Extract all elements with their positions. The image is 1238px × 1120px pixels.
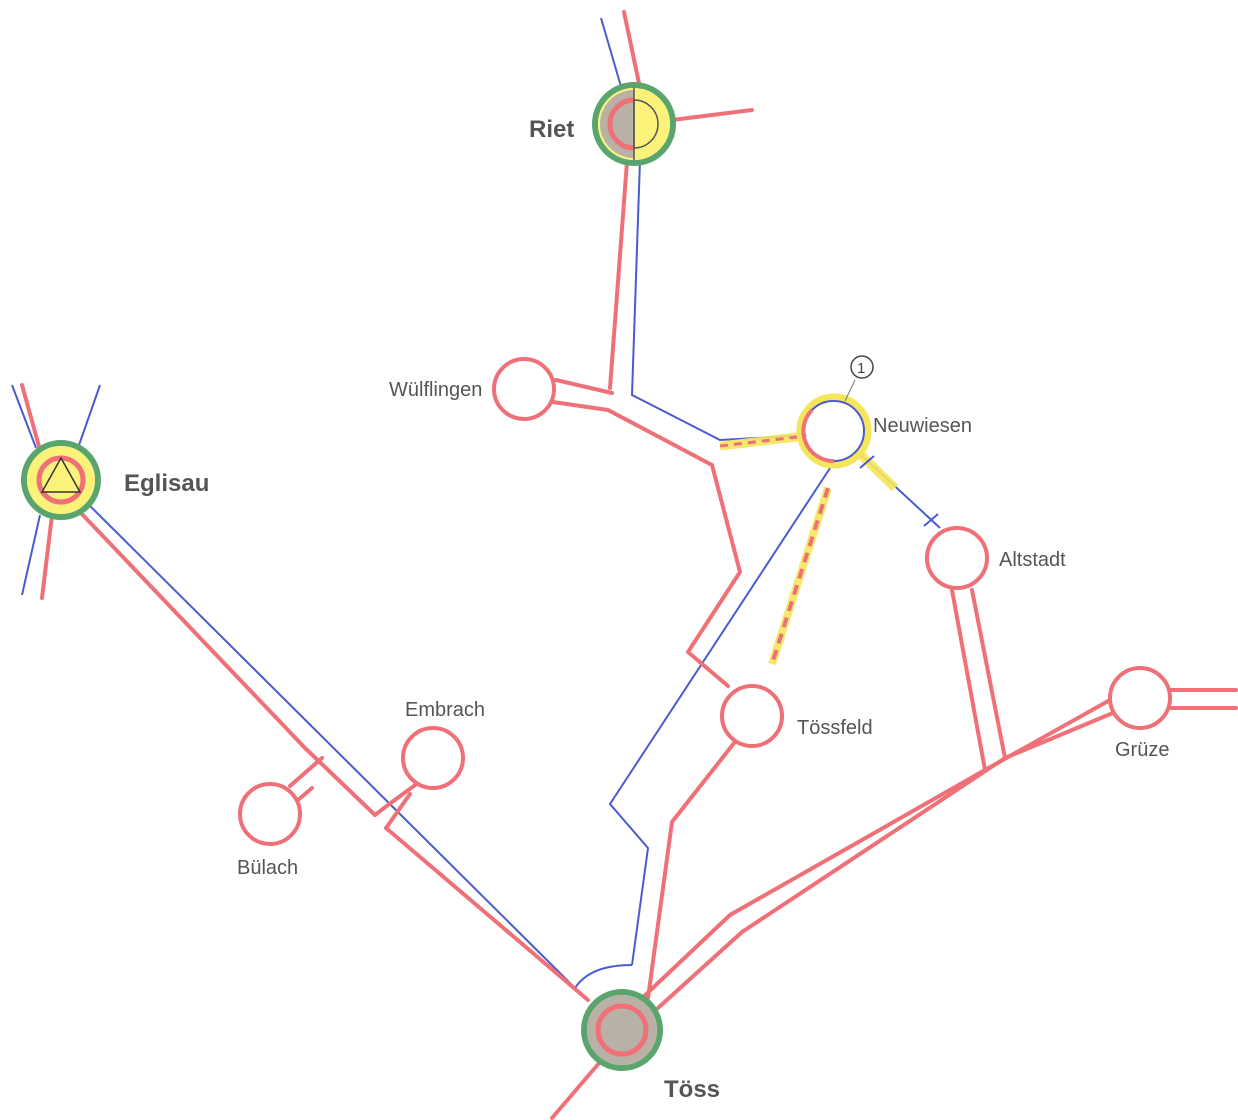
station-buelach[interactable] [238,782,302,846]
blue-line-riet-neuwiesen [630,159,811,442]
blue-network [11,17,941,989]
station-label-gruetze: Grüze [1115,739,1169,761]
station-toess[interactable] [581,989,663,1071]
station-altstadt[interactable] [925,526,989,590]
station-label-eglisau: Eglisau [124,470,209,497]
station-label-neuwiesen: Neuwiesen [873,415,972,437]
station-gruetze[interactable] [1108,666,1172,730]
station-label-riet: Riet [529,116,574,143]
blue-line-riet-north [600,17,623,91]
red-line-wuelflingen-b [551,400,742,688]
station-label-toess: Töss [664,1076,720,1103]
red-line-eglisau-north [20,383,42,452]
station-label-wuelflingen: Wülflingen [389,379,482,401]
blue-line-eglisau-nw [11,384,37,449]
red-line-toessfeld-toess [646,736,740,1000]
red-line-embrach-b [384,792,412,830]
station-label-altstadt: Altstadt [999,549,1066,571]
red-line-gruetze-a [638,698,1112,1002]
station-wuelflingen[interactable] [492,357,556,421]
red-line-eglisau-south [40,513,54,600]
red-line-riet-north [622,10,642,90]
station-label-buelach: Bülach [237,857,298,879]
dashed-neuwiesen-west [719,434,807,448]
highlight-segments [719,431,939,666]
red-line-altstadt-a [950,588,987,772]
tick-mark-2 [923,513,939,527]
red-line-toess-south [550,1060,602,1120]
red-line-wuelflingen-a [554,378,614,395]
red-line-riet-south [608,160,629,390]
callout-1: 1 [844,355,874,402]
station-neuwiesen[interactable] [796,393,872,469]
red-line-riet-east [670,108,754,122]
red-line-buelach-a [288,756,324,788]
red-line-eglisau-toess [78,510,424,817]
red-line-altstadt-b [970,588,1007,760]
svg-text:1: 1 [857,360,865,377]
half-circle-icon [633,99,659,149]
station-riet[interactable] [592,82,676,166]
blue-line-neuwiesen-toess [608,461,835,966]
station-toessfeld[interactable] [720,684,784,748]
red-line-buelach-b [296,786,314,802]
tick-mark-1 [859,455,875,469]
blue-line-eglisau-ne [77,384,101,449]
highlight-neuwiesen-se [854,448,899,492]
station-eglisau[interactable] [21,440,101,520]
station-label-embrach: Embrach [405,699,485,721]
blue-line-toess-arc [574,964,633,989]
red-line-main-toess [384,826,590,1002]
triangle-icon [40,456,82,493]
dashed-neuwiesen-south [770,487,830,665]
blue-line-eglisau-toess [81,497,576,989]
station-embrach[interactable] [401,726,465,790]
blue-line-eglisau-sw [21,514,41,596]
red-line-gruetze-b [656,708,1122,1010]
red-network [20,10,1238,1120]
station-label-toessfeld: Tössfeld [797,717,873,739]
